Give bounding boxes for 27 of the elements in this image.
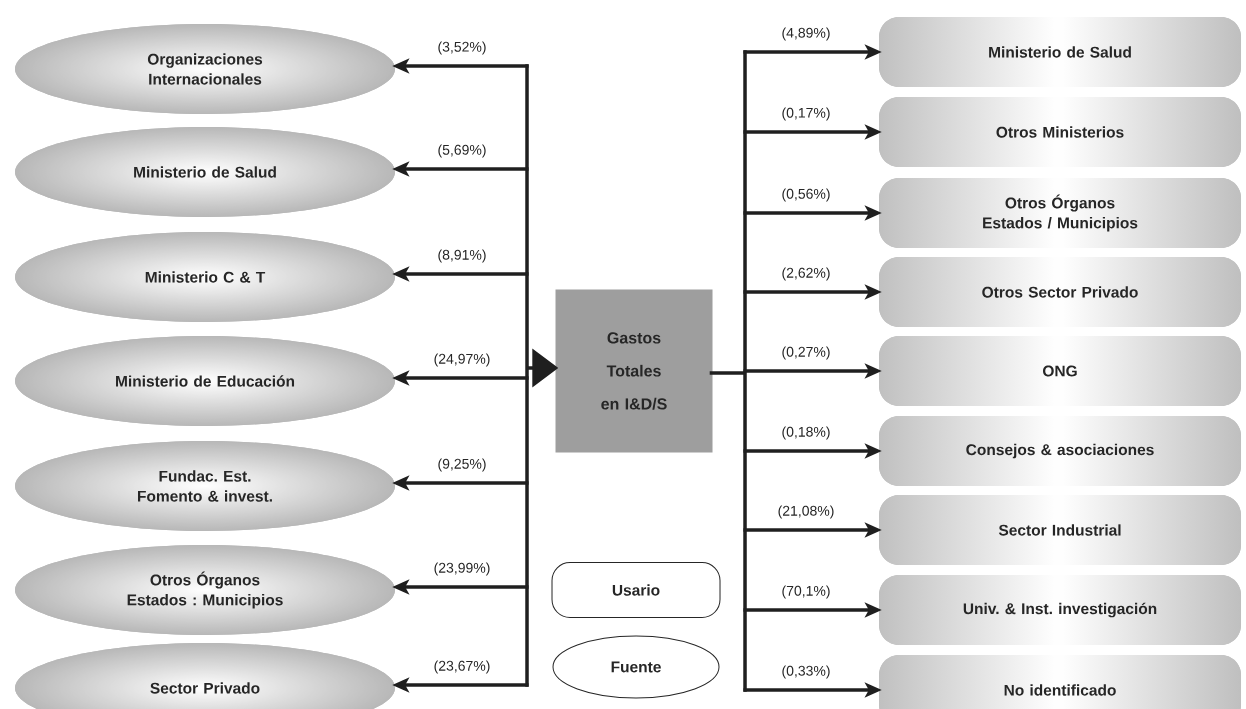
edge-label: (23,67%) xyxy=(432,659,492,675)
user-box: Otros Órganos Estados / Municipios xyxy=(879,178,1241,248)
edge-label: (23,99%) xyxy=(432,561,492,577)
user-box: ONG xyxy=(879,336,1241,406)
edge-label: (0,18%) xyxy=(780,425,832,441)
edge-label: (0,56%) xyxy=(780,187,832,203)
edge-label: (2,62%) xyxy=(780,266,832,282)
user-box: Sector Industrial xyxy=(879,495,1241,565)
total-box: Gastos Totales en I&D/S xyxy=(555,289,713,453)
user-box: Univ. & Inst. investigación xyxy=(879,575,1241,645)
user-box: No identificado xyxy=(879,655,1241,709)
user-box: Consejos & asociaciones xyxy=(879,416,1241,486)
user-box: Otros Ministerios xyxy=(879,97,1241,167)
edge-label: (0,33%) xyxy=(780,664,832,680)
legend-rounded-box: Usario xyxy=(551,562,721,618)
edge-label: (24,97%) xyxy=(432,352,492,368)
edge-label: (0,17%) xyxy=(780,106,832,122)
edge-label: (5,69%) xyxy=(436,143,488,159)
edge-label: (8,91%) xyxy=(436,248,488,264)
edge-label: (0,27%) xyxy=(780,345,832,361)
edge-label: (3,52%) xyxy=(436,40,488,56)
edge-label: (21,08%) xyxy=(776,504,836,520)
edge-label: (4,89%) xyxy=(780,26,832,42)
user-box: Ministerio de Salud xyxy=(879,17,1241,87)
edge-label: (70,1%) xyxy=(780,584,832,600)
user-box: Otros Sector Privado xyxy=(879,257,1241,327)
edge-label: (9,25%) xyxy=(436,457,488,473)
